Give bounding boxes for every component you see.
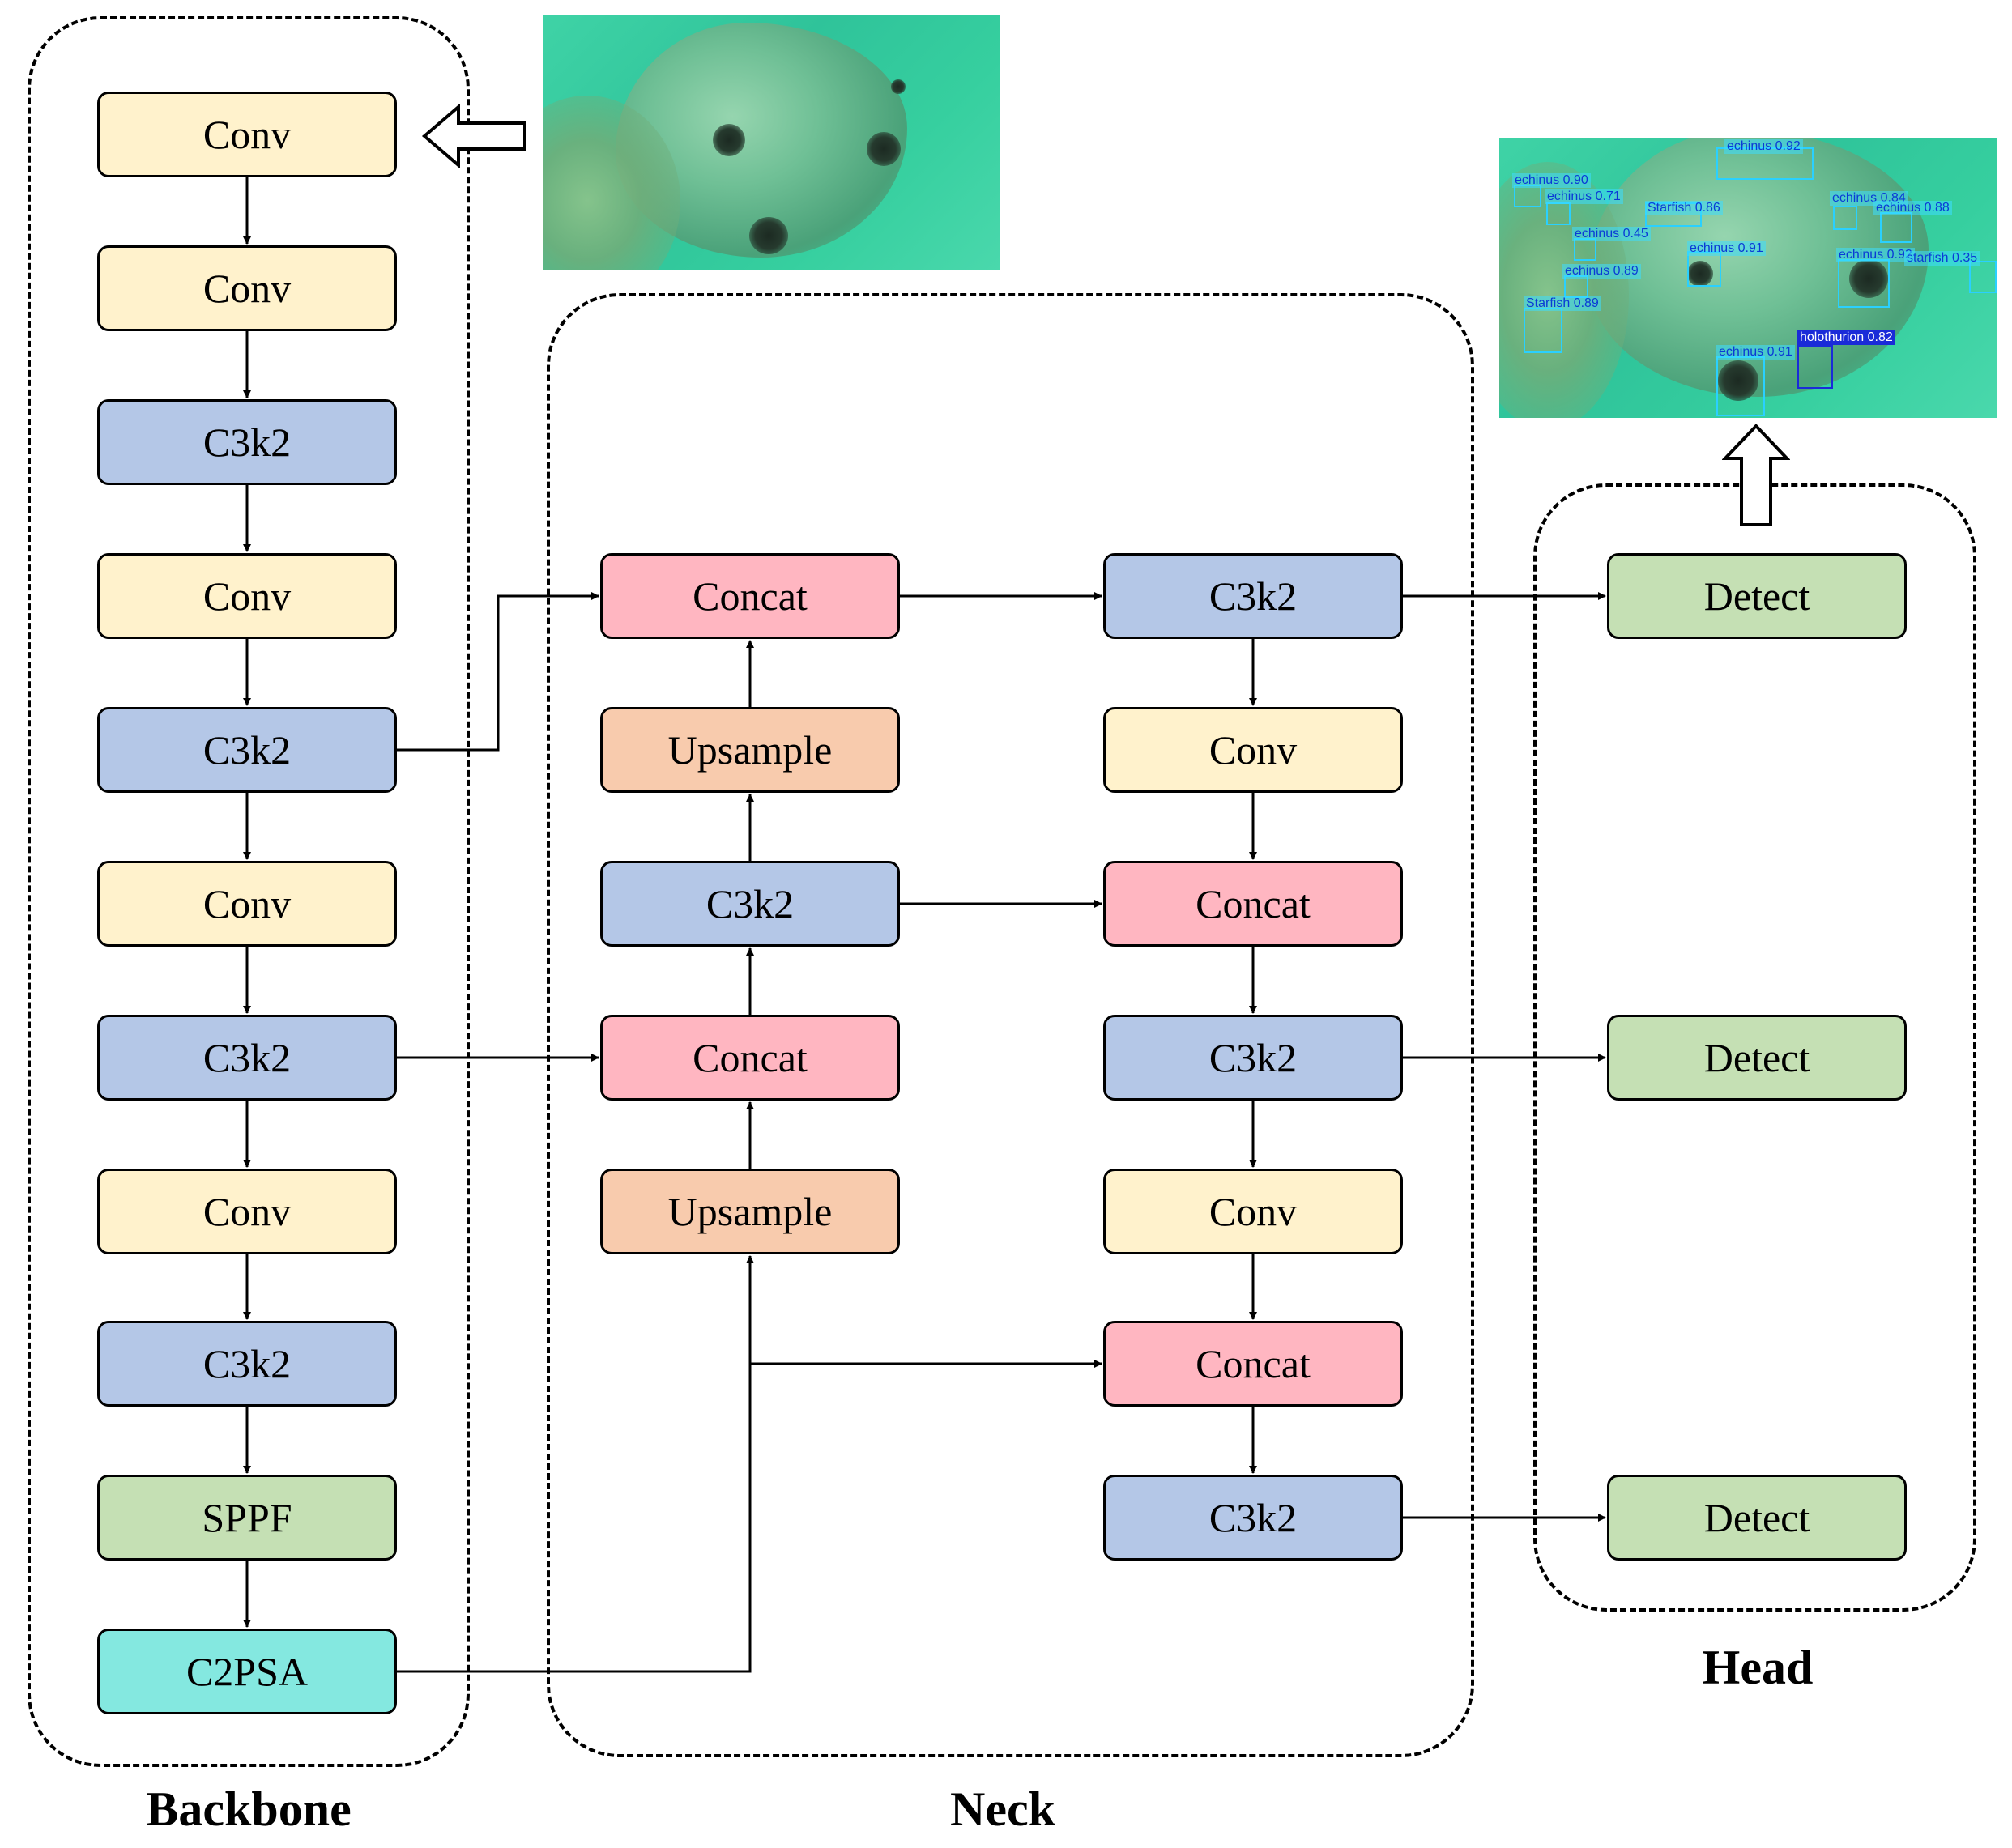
detection-label: echinus 0.91 xyxy=(1687,241,1766,256)
detection-box xyxy=(1514,185,1541,207)
input-arrow-icon xyxy=(421,104,526,168)
detection-label: starfish 0.35 xyxy=(1904,251,1980,266)
backbone-conv-2: Conv xyxy=(97,245,397,331)
head-detect-3: Detect xyxy=(1607,1475,1907,1561)
head-label: Head xyxy=(1702,1641,1814,1694)
detection-label: echinus 0.91 xyxy=(1716,345,1795,360)
neck-group xyxy=(547,293,1474,1757)
detection-box xyxy=(1833,206,1857,230)
backbone-c3k2-3: C3k2 xyxy=(97,1015,397,1101)
neck-concat-2: Concat xyxy=(600,1015,900,1101)
detection-label: echinus 0.89 xyxy=(1562,264,1641,279)
detection-box xyxy=(1687,251,1721,287)
detection-box xyxy=(1546,202,1571,225)
detection-label: echinus 0.88 xyxy=(1873,201,1952,215)
backbone-conv-1: Conv xyxy=(97,92,397,177)
detection-label: echinus 0.92 xyxy=(1724,139,1803,154)
backbone-c2psa: C2PSA xyxy=(97,1629,397,1714)
detection-box xyxy=(1797,345,1833,389)
output-detection-image: echinus 0.92 echinus 0.90 echinus 0.71 S… xyxy=(1499,138,1997,418)
c2psa-arrow xyxy=(397,1255,754,1673)
detection-label: echinus 0.90 xyxy=(1512,173,1591,188)
detection-box xyxy=(1574,238,1596,261)
neck-c3k2-r1: C3k2 xyxy=(1103,553,1403,639)
input-underwater-image xyxy=(543,15,1000,270)
neck-concat-r1: Concat xyxy=(1103,861,1403,947)
backbone-c3k2-1: C3k2 xyxy=(97,399,397,485)
detection-label: holothurion 0.82 xyxy=(1797,330,1895,345)
detection-box xyxy=(1880,212,1912,243)
neck-concat-1: Concat xyxy=(600,553,900,639)
neck-upsample-1: Upsample xyxy=(600,707,900,793)
neck-upsample-2: Upsample xyxy=(600,1169,900,1254)
backbone-c3k2-4: C3k2 xyxy=(97,1321,397,1407)
detection-label: Starfish 0.86 xyxy=(1645,201,1723,215)
detection-box xyxy=(1969,261,1997,293)
backbone-conv-4: Conv xyxy=(97,861,397,947)
detection-box xyxy=(1716,356,1765,416)
head-detect-2: Detect xyxy=(1607,1015,1907,1101)
neck-c3k2-left: C3k2 xyxy=(600,861,900,947)
detection-box xyxy=(1564,275,1588,298)
output-arrow-icon xyxy=(1722,424,1790,526)
neck-concat-r2: Concat xyxy=(1103,1321,1403,1407)
head-detect-1: Detect xyxy=(1607,553,1907,639)
backbone-conv-3: Conv xyxy=(97,553,397,639)
skip-arrow-p3 xyxy=(397,592,599,752)
neck-conv-r1: Conv xyxy=(1103,707,1403,793)
detection-label: echinus 0.92 xyxy=(1836,248,1915,262)
detection-label: Starfish 0.89 xyxy=(1524,296,1601,311)
backbone-sppf: SPPF xyxy=(97,1475,397,1561)
neck-c3k2-r3: C3k2 xyxy=(1103,1475,1403,1561)
backbone-c3k2-2: C3k2 xyxy=(97,707,397,793)
detection-label: echinus 0.45 xyxy=(1572,227,1651,241)
backbone-group xyxy=(28,16,470,1767)
neck-label: Neck xyxy=(950,1782,1055,1836)
detection-label: echinus 0.71 xyxy=(1545,189,1623,204)
backbone-conv-5: Conv xyxy=(97,1169,397,1254)
neck-conv-r2: Conv xyxy=(1103,1169,1403,1254)
detection-box xyxy=(1838,259,1890,308)
detection-box xyxy=(1524,308,1562,353)
backbone-label: Backbone xyxy=(146,1782,352,1836)
neck-c3k2-r2: C3k2 xyxy=(1103,1015,1403,1101)
